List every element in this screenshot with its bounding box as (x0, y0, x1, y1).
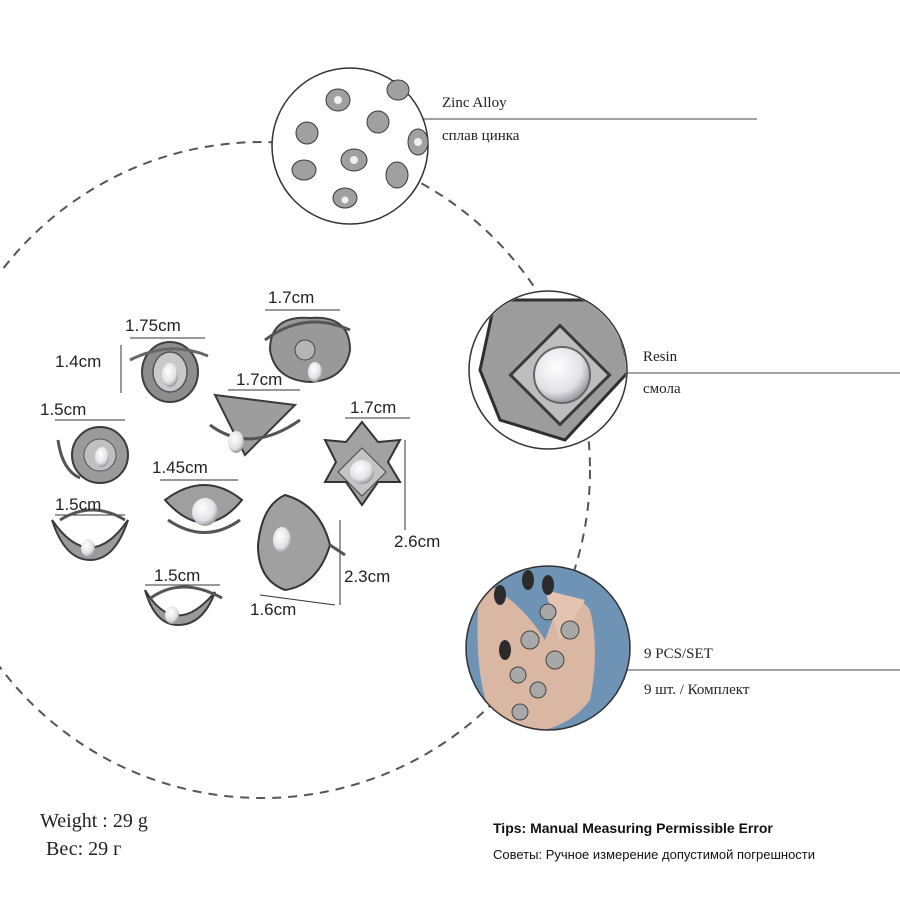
ring-star (323, 420, 402, 507)
material-resin-ru: смола (643, 381, 681, 397)
material-zinc-ru: сплав цинка (442, 128, 520, 144)
ring-eye (163, 484, 244, 534)
dimension-label: 1.6cm (250, 600, 297, 619)
weight-ru: Вес: 29 г (46, 838, 122, 860)
ring-triangle (209, 393, 301, 457)
ring-hamsa (264, 316, 352, 384)
material-zinc-en: Zinc Alloy (442, 95, 507, 111)
pieces-count-ru: 9 шт. / Комплект (644, 682, 750, 698)
ring-moon-left (51, 508, 129, 562)
ring-heart (256, 493, 346, 592)
dimension-label: 1.7cm (350, 398, 397, 417)
weight-en: Weight : 29 g (40, 810, 148, 832)
ring-flower-oval (129, 341, 209, 403)
dimension-label: 1.4cm (55, 352, 102, 371)
dimension-label: 1.45cm (152, 458, 208, 477)
ring-moon-bottom (144, 585, 223, 627)
dimension-label: 1.5cm (55, 495, 102, 514)
dimension-label: 2.3cm (344, 567, 391, 586)
pieces-count-en: 9 PCS/SET (644, 646, 713, 662)
dimension-label: 2.6cm (394, 532, 441, 551)
dimension-label: 1.5cm (154, 566, 201, 585)
tips-en: Tips: Manual Measuring Permissible Error (493, 820, 773, 836)
material-resin-en: Resin (643, 349, 678, 365)
ring-flower (56, 426, 129, 484)
dimension-label: 1.7cm (268, 288, 315, 307)
dimension-label: 1.75cm (125, 316, 181, 335)
tips-ru: Советы: Ручное измерение допустимой погр… (493, 847, 816, 862)
dimension-label: 1.7cm (236, 370, 283, 389)
dimension-label: 1.5cm (40, 400, 87, 419)
